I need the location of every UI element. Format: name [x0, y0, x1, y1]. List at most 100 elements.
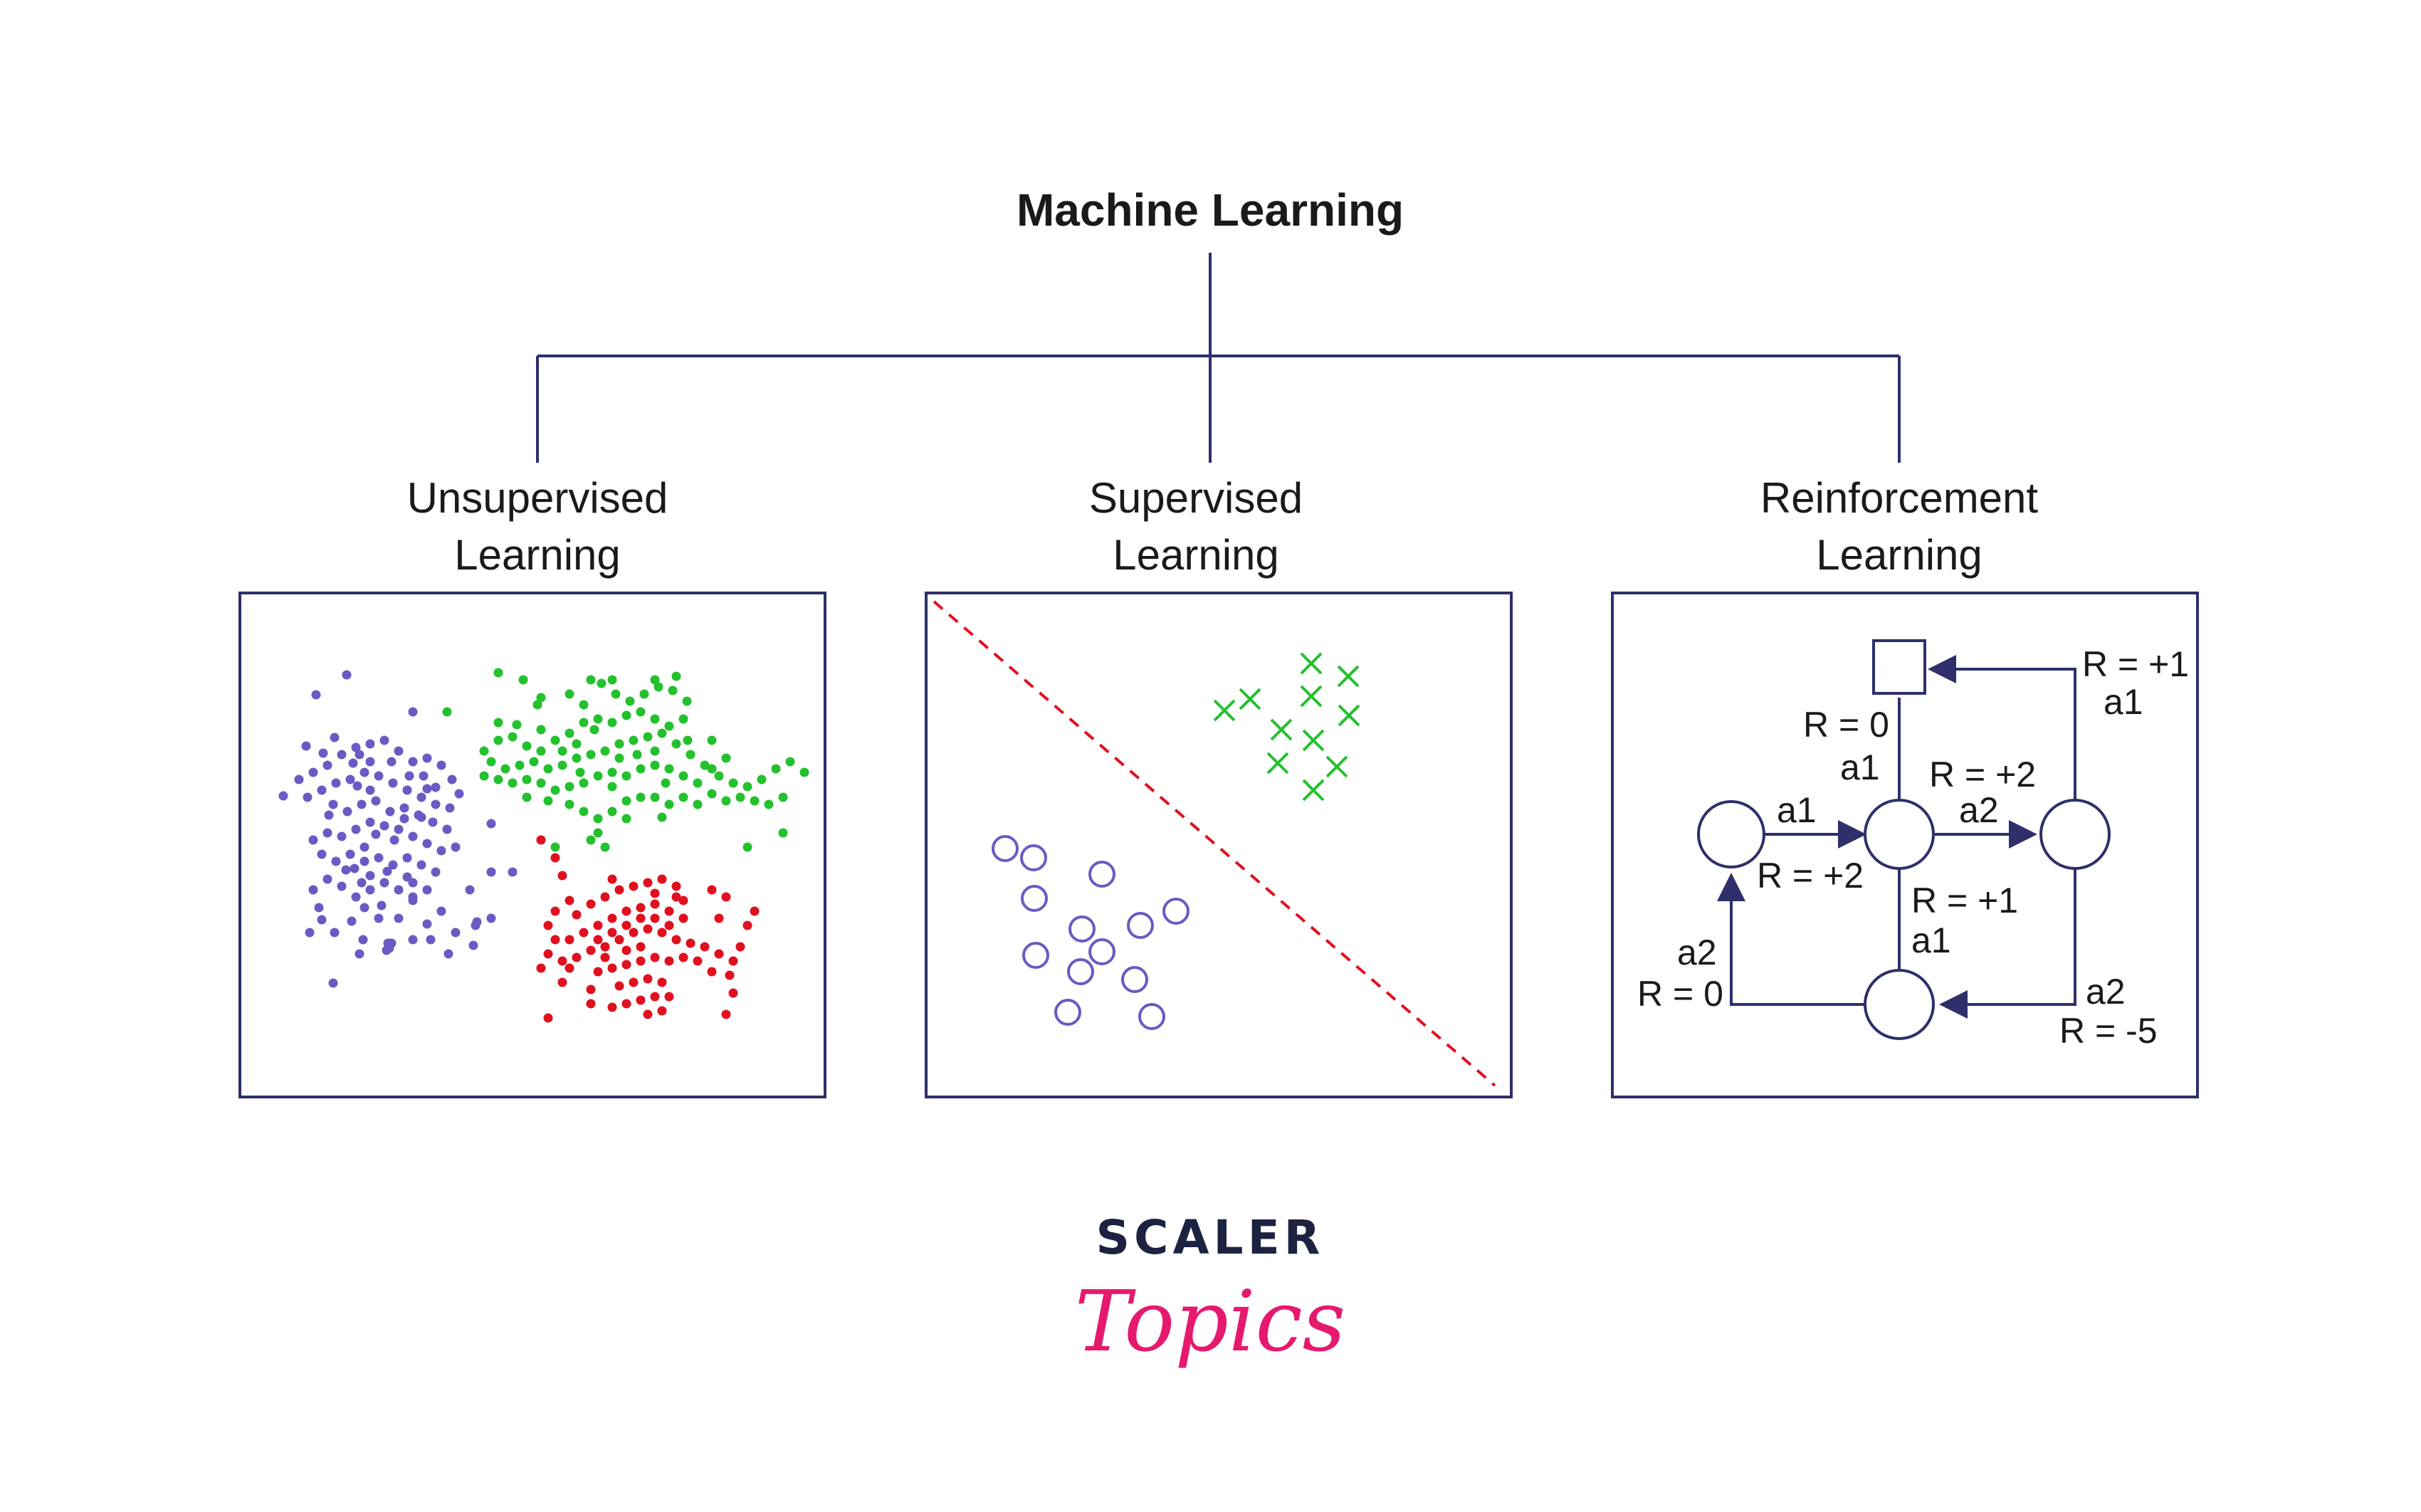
- cluster-point: [661, 778, 671, 788]
- edge-bottom-to-left: [1717, 873, 1864, 1006]
- cluster-point: [614, 981, 624, 991]
- cluster-point: [543, 1013, 553, 1023]
- cluster-point: [678, 771, 688, 781]
- cluster-point: [621, 920, 631, 930]
- cluster-point: [579, 700, 589, 710]
- class-circle-point: [1054, 999, 1081, 1026]
- panel-frame: [1611, 592, 2199, 1098]
- cluster-point: [365, 757, 375, 767]
- class-circle-point: [1020, 844, 1047, 871]
- edge-right-to-terminal: [1928, 655, 2076, 801]
- cluster-point: [422, 885, 432, 895]
- cluster-point: [422, 753, 432, 763]
- state-right: [2039, 799, 2111, 870]
- brand-wordmark-top: SCALER: [1096, 1210, 1325, 1265]
- cluster-point: [278, 791, 288, 801]
- class-circle-point: [1127, 912, 1154, 939]
- cluster-point: [422, 784, 432, 794]
- cluster-point: [357, 799, 367, 809]
- cluster-point: [586, 899, 596, 909]
- cluster-point: [671, 671, 681, 681]
- cluster-point: [352, 781, 362, 791]
- cluster-point: [683, 735, 693, 745]
- cluster-point: [664, 721, 674, 731]
- cluster-point: [493, 718, 503, 728]
- cluster-point: [657, 928, 667, 938]
- cluster-point: [318, 748, 328, 758]
- cluster-point: [657, 1006, 667, 1016]
- cluster-point: [668, 686, 678, 695]
- cluster-point: [443, 949, 453, 959]
- cluster-point: [379, 735, 389, 745]
- cluster-point: [522, 775, 532, 784]
- cluster-point: [408, 935, 418, 945]
- cluster-point: [359, 767, 369, 777]
- cluster-point: [636, 913, 646, 923]
- cluster-point: [636, 942, 646, 952]
- cluster-point: [607, 1002, 617, 1012]
- cluster-point: [508, 732, 518, 742]
- cluster-point: [728, 988, 738, 998]
- cluster-point: [308, 767, 318, 777]
- cluster-point: [436, 906, 446, 916]
- cluster-point: [543, 949, 553, 959]
- cluster-point: [611, 689, 621, 699]
- edge-label: R = 0: [1637, 974, 1723, 1014]
- cluster-point: [294, 775, 304, 784]
- cluster-point: [550, 906, 560, 916]
- cluster-point: [522, 792, 532, 802]
- cluster-point: [650, 888, 660, 898]
- cluster-point: [721, 1009, 731, 1019]
- cluster-point: [465, 885, 475, 895]
- cluster-point: [636, 792, 646, 802]
- cluster-point: [331, 856, 341, 866]
- cluster-point: [579, 928, 589, 938]
- cluster-point: [650, 760, 660, 770]
- cluster-point: [636, 764, 646, 774]
- cluster-point: [428, 817, 438, 827]
- cluster-point: [408, 707, 418, 717]
- cluster-point: [379, 878, 389, 888]
- class-cross-point: [1337, 665, 1360, 688]
- cluster-point: [625, 696, 635, 706]
- cluster-point: [614, 885, 624, 895]
- cluster-point: [678, 896, 688, 905]
- cluster-point: [374, 771, 384, 781]
- cluster-point: [650, 913, 660, 923]
- cluster-point: [621, 906, 631, 916]
- cluster-point: [365, 739, 375, 749]
- cluster-point: [322, 874, 332, 884]
- cluster-point: [550, 853, 560, 863]
- cluster-point: [331, 778, 341, 788]
- cluster-point: [650, 899, 660, 909]
- cluster-point: [742, 920, 752, 930]
- cluster-point: [593, 920, 603, 930]
- cluster-point: [643, 924, 653, 934]
- edge-label: a1: [1840, 747, 1880, 787]
- diagram-title: Machine Learning: [1016, 184, 1404, 236]
- class-circle-point: [992, 835, 1019, 862]
- cluster-point: [388, 778, 398, 788]
- cluster-point: [431, 799, 441, 809]
- cluster-point: [593, 714, 603, 724]
- cluster-point: [486, 757, 496, 767]
- cluster-point: [345, 775, 355, 784]
- cluster-point: [442, 707, 452, 717]
- cluster-point: [650, 746, 660, 756]
- state-bottom: [1864, 969, 1935, 1040]
- cluster-point: [600, 942, 610, 952]
- cluster-point: [700, 942, 710, 952]
- cluster-point: [586, 750, 596, 760]
- cluster-point: [379, 821, 389, 831]
- cluster-point: [512, 720, 522, 730]
- cluster-point: [650, 992, 660, 1002]
- cluster-point: [750, 906, 760, 916]
- cluster-point: [365, 785, 375, 795]
- cluster-point: [345, 849, 355, 859]
- cluster-point: [557, 956, 567, 966]
- cluster-point: [347, 916, 357, 926]
- class-circle-point: [1088, 861, 1115, 888]
- class-circle-point: [1021, 885, 1048, 912]
- cluster-point: [686, 938, 695, 948]
- cluster-point: [404, 771, 414, 781]
